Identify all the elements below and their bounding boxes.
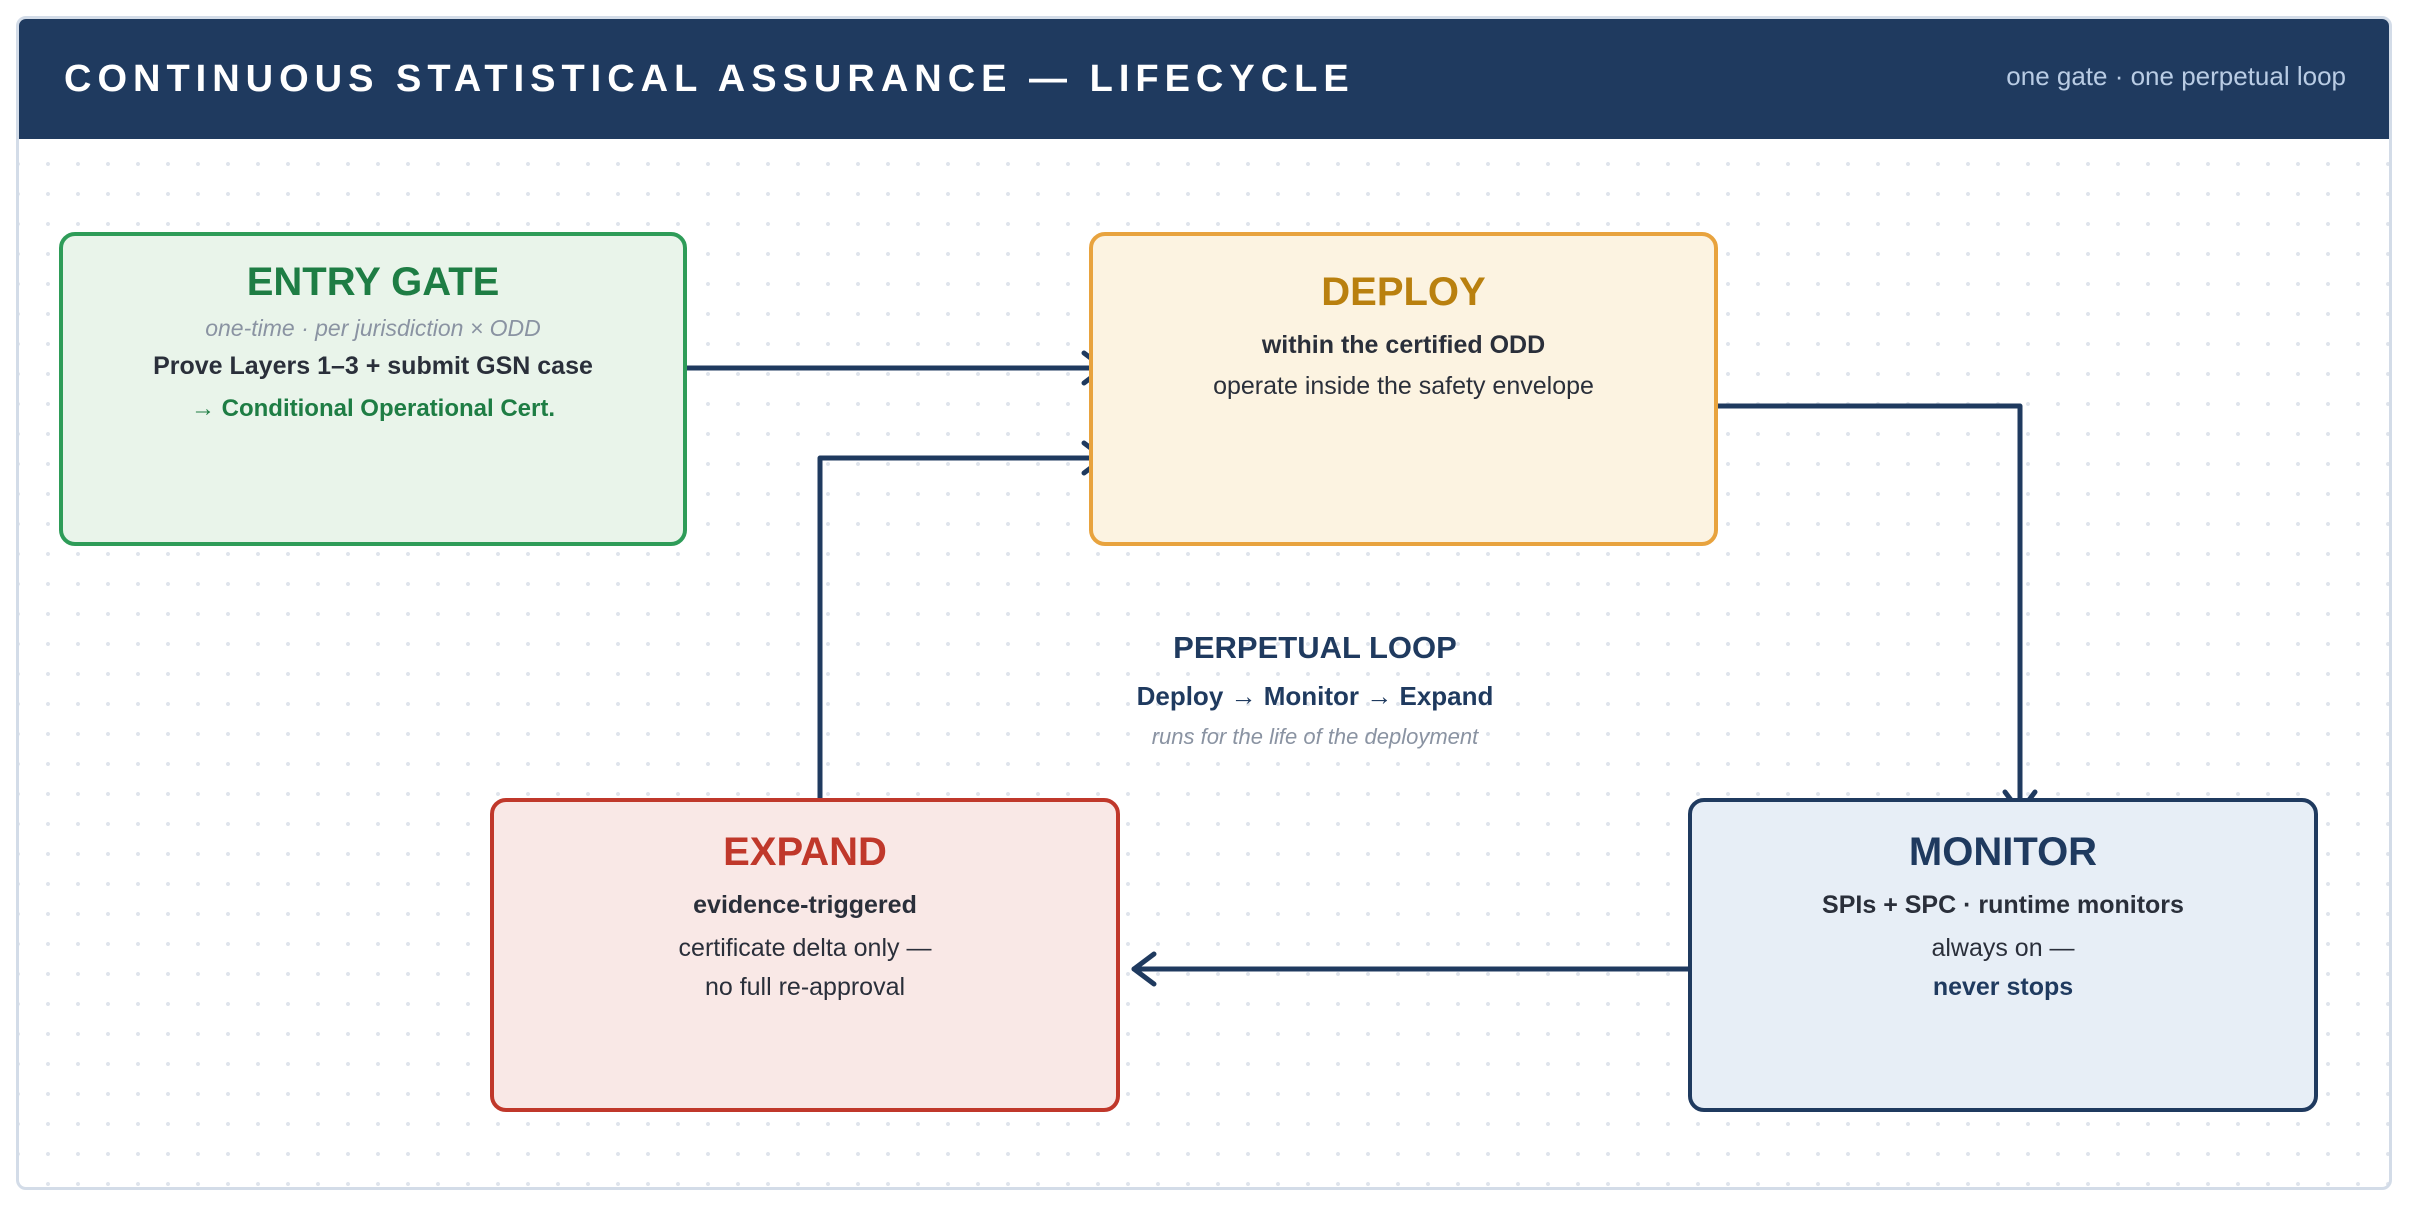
arrow-expand-to-deploy xyxy=(817,455,1107,801)
arrowhead-monitor-to-expand xyxy=(1131,951,1157,987)
expand-node: EXPAND evidence-triggered certificate de… xyxy=(490,798,1120,1112)
arrow-deploy-to-monitor xyxy=(1715,403,2023,815)
loop-title: PERPETUAL LOOP xyxy=(1173,630,1457,665)
entry-gate-title: ENTRY GATE xyxy=(246,260,500,304)
deploy-line1: within the certified ODD xyxy=(1261,331,1546,359)
expand-line3: no full re-approval xyxy=(704,973,906,1001)
header-bar: CONTINUOUS STATISTICAL ASSURANCE — LIFEC… xyxy=(19,19,2389,139)
loop-note: runs for the life of the deployment xyxy=(1151,724,1479,749)
entry-gate-node: ENTRY GATE one-time · per jurisdiction ×… xyxy=(59,232,687,546)
monitor-title: MONITOR xyxy=(1908,830,2098,874)
expand-line1: evidence-triggered xyxy=(693,891,917,919)
monitor-node: MONITOR SPIs + SPC · runtime monitors al… xyxy=(1688,798,2318,1112)
monitor-line1: SPIs + SPC · runtime monitors xyxy=(1822,891,2184,919)
deploy-title: DEPLOY xyxy=(1321,270,1486,314)
monitor-line3: never stops xyxy=(1932,973,2074,1001)
expand-title: EXPAND xyxy=(723,830,887,874)
page-title: CONTINUOUS STATISTICAL ASSURANCE — LIFEC… xyxy=(64,58,1355,100)
entry-gate-line2: → Conditional Operational Cert. xyxy=(190,395,556,422)
deploy-node: DEPLOY within the certified ODD operate … xyxy=(1089,232,1718,546)
diagram-frame: CONTINUOUS STATISTICAL ASSURANCE — LIFEC… xyxy=(16,16,2392,1190)
entry-gate-line1: Prove Layers 1–3 + submit GSN case xyxy=(153,352,593,380)
monitor-line2: always on — xyxy=(1931,934,2075,962)
entry-gate-note: one-time · per jurisdiction × ODD xyxy=(205,315,541,341)
loop-sequence: Deploy → Monitor → Expand xyxy=(1136,681,1494,711)
deploy-line2: operate inside the safety envelope xyxy=(1213,372,1594,400)
expand-line2: certificate delta only — xyxy=(678,934,932,962)
page-subtitle: one gate · one perpetual loop xyxy=(2006,61,2346,91)
